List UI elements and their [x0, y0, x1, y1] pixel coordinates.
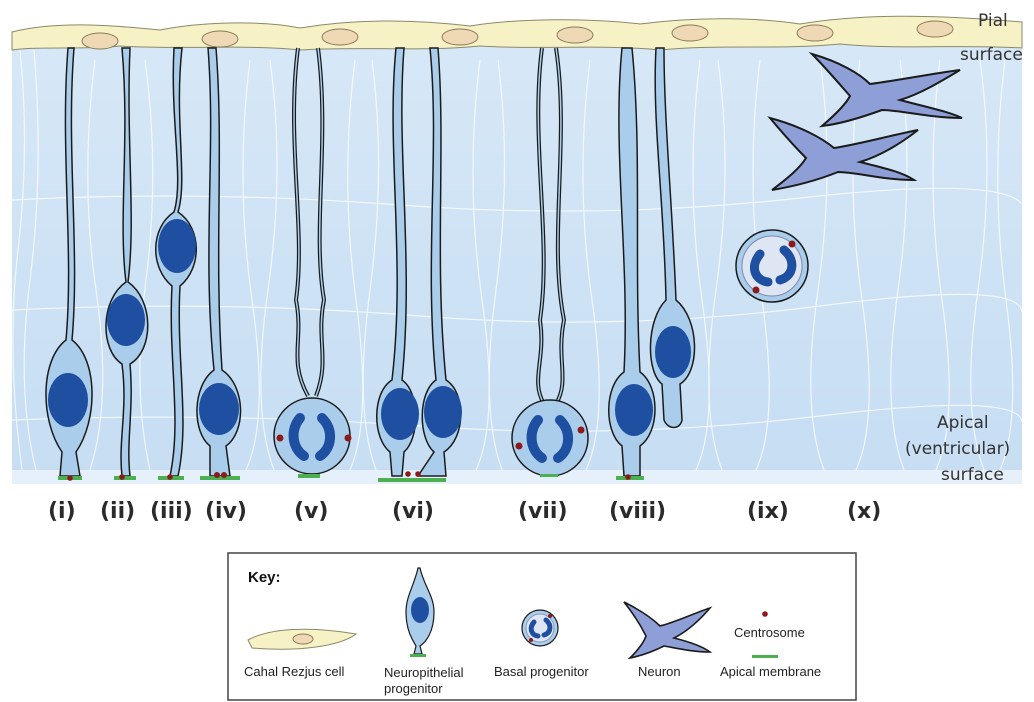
- apical-label-2: (ventricular): [905, 439, 1010, 459]
- pial-label-1: Pial: [978, 11, 1008, 31]
- progenitor-nucleus-icon: [411, 597, 429, 623]
- pial-layer: [12, 16, 1022, 50]
- key-neuro-label-1: Neuropithelial: [384, 665, 464, 680]
- stage-label-x: (x): [847, 499, 881, 524]
- key-centrosome-label: Centrosome: [734, 625, 805, 640]
- key-cahal-label: Cahal Rezjus cell: [244, 664, 345, 679]
- stage-label-vi: (vi): [392, 499, 434, 524]
- stage-label-vii: (vii): [518, 499, 568, 524]
- stage-label-iv: (iv): [205, 499, 247, 524]
- key-neuron-label: Neuron: [638, 664, 681, 679]
- key-neuro-label-2: progenitor: [384, 681, 443, 696]
- stage-labels: (i) (ii) (iii) (iv) (v) (vi) (vii) (viii…: [48, 499, 881, 524]
- key-box: Key: Cahal Rezjus cell Neuropithelial pr…: [228, 553, 856, 700]
- key-basal-label: Basal progenitor: [494, 664, 589, 679]
- stage-label-ix: (ix): [747, 499, 789, 524]
- centrosome-icon: [762, 611, 768, 617]
- stage-label-ii: (ii): [100, 499, 135, 524]
- progenitor-membrane-icon: [410, 654, 426, 657]
- apical-label-1: Apical: [937, 413, 989, 433]
- apical-membrane-icon: [752, 655, 778, 658]
- apical-label-3: surface: [941, 465, 1004, 485]
- stage-label-i: (i): [48, 499, 76, 524]
- key-apical-label: Apical membrane: [720, 664, 821, 679]
- cell-stage-ix: [736, 230, 808, 302]
- cahal-rezjus-nucleus-icon: [293, 634, 313, 644]
- stage-label-v: (v): [294, 499, 328, 524]
- pial-label-2: surface: [960, 45, 1023, 65]
- stage-label-viii: (viii): [609, 499, 666, 524]
- stage-label-iii: (iii): [150, 499, 193, 524]
- key-title: Key:: [248, 569, 281, 586]
